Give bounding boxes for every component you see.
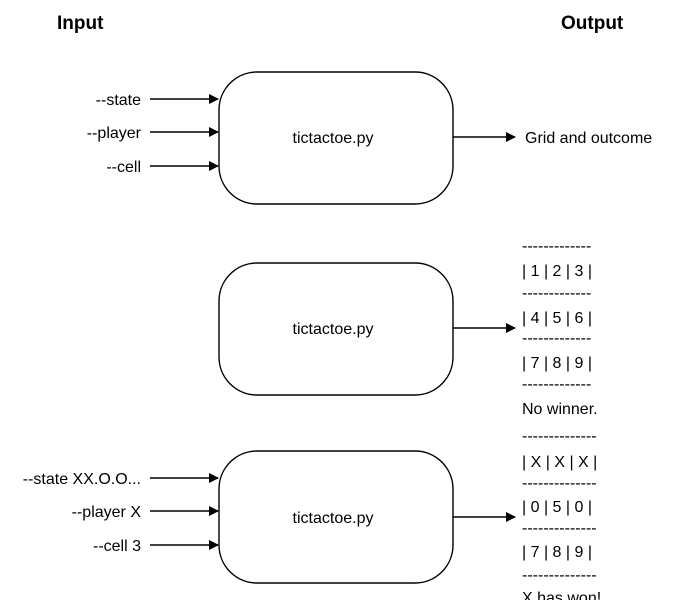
- grid-separator: -------------: [522, 330, 591, 347]
- grid-separator: --------------: [522, 567, 597, 584]
- panel-example: --state XX.O.O... --player X --cell 3 ti…: [23, 428, 601, 600]
- grid-separator: --------------: [522, 475, 597, 492]
- output-column-header: Output: [561, 13, 624, 34]
- input-label-cell: --cell: [106, 159, 141, 176]
- output-grid: -------------- | X | X | X | -----------…: [522, 428, 601, 600]
- process-box: [218, 262, 454, 396]
- input-label-player: --player X: [72, 504, 142, 521]
- outcome-text: X has won!: [522, 590, 601, 600]
- grid-row: | 0 | 5 | 0 |: [522, 499, 592, 516]
- input-column-header: Input: [57, 13, 104, 34]
- grid-row: | X | X | X |: [522, 454, 597, 471]
- output-grid: ------------- | 1 | 2 | 3 | ------------…: [522, 238, 598, 418]
- output-label: Grid and outcome: [525, 130, 652, 147]
- grid-row: | 4 | 5 | 6 |: [522, 310, 592, 327]
- grid-separator: -------------: [522, 285, 591, 302]
- process-label: tictactoe.py: [293, 510, 374, 527]
- grid-row: | 7 | 8 | 9 |: [522, 355, 592, 372]
- grid-row: | 1 | 2 | 3 |: [522, 263, 592, 280]
- grid-separator: -------------: [522, 376, 591, 393]
- grid-separator: --------------: [522, 520, 597, 537]
- process-label: tictactoe.py: [293, 321, 374, 338]
- grid-separator: --------------: [522, 428, 597, 445]
- input-label-state: --state XX.O.O...: [23, 471, 141, 488]
- process-label: tictactoe.py: [293, 130, 374, 147]
- panel-no-input: tictactoe.py ------------- | 1 | 2 | 3 |…: [218, 238, 598, 418]
- input-label-cell: --cell 3: [93, 538, 141, 555]
- outcome-text: No winner.: [522, 401, 598, 418]
- process-box: [218, 71, 454, 205]
- panel-generic: --state --player --cell tictactoe.py Gri…: [87, 71, 652, 205]
- input-label-player: --player: [87, 125, 142, 142]
- grid-row: | 7 | 8 | 9 |: [522, 544, 592, 561]
- grid-separator: -------------: [522, 238, 591, 255]
- input-label-state: --state: [96, 92, 141, 109]
